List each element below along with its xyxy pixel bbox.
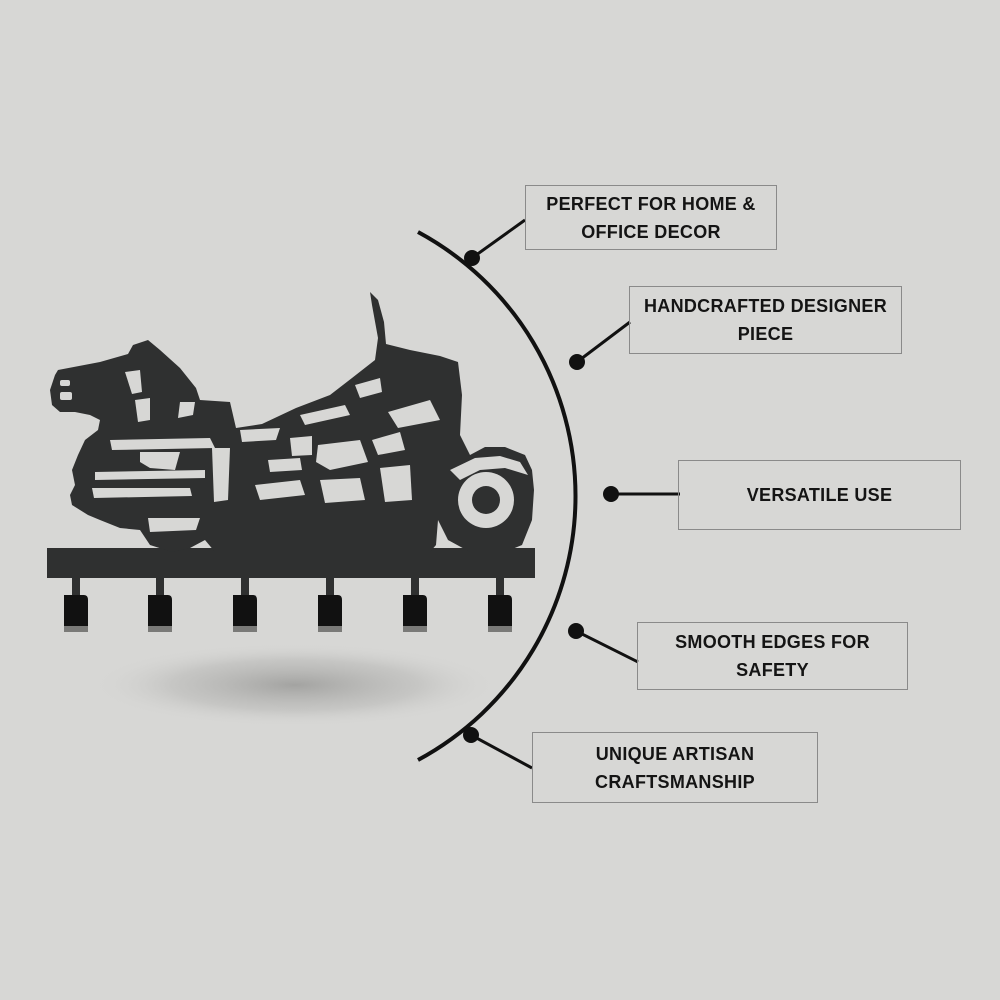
rack-hooks bbox=[64, 578, 512, 632]
feature-label-versatile: VERSATILE USE bbox=[678, 460, 961, 530]
feature-text: UNIQUE ARTISAN CRAFTSMANSHIP bbox=[595, 743, 755, 792]
feature-text: SMOOTH EDGES FOR SAFETY bbox=[675, 632, 870, 680]
feature-text: HANDCRAFTED DESIGNER PIECE bbox=[643, 296, 887, 344]
hook bbox=[64, 578, 88, 632]
feature-label-handcrafted: HANDCRAFTED DESIGNER PIECE bbox=[629, 286, 902, 354]
feature-arc bbox=[417, 230, 578, 762]
hook bbox=[148, 578, 172, 632]
hook bbox=[488, 578, 512, 632]
feature-label-smooth-edges: SMOOTH EDGES FOR SAFETY bbox=[637, 622, 908, 690]
motorcycle-silhouette bbox=[50, 292, 534, 552]
hook bbox=[318, 578, 342, 632]
connector-dot bbox=[464, 250, 480, 266]
connector-line bbox=[471, 218, 526, 260]
hook bbox=[233, 578, 257, 632]
connector-line bbox=[576, 320, 631, 364]
connector-line bbox=[470, 733, 533, 770]
hook bbox=[403, 578, 427, 632]
rack-bar bbox=[47, 548, 535, 578]
connector-line bbox=[575, 629, 639, 664]
motorcycle-key-rack-icon bbox=[47, 292, 535, 578]
motorcycle-cutouts bbox=[60, 370, 528, 532]
connector-dot bbox=[569, 354, 585, 370]
wheel-hub bbox=[472, 486, 500, 514]
feature-text: VERSATILE USE bbox=[746, 485, 893, 505]
feature-label-home-office: PERFECT FOR HOME & OFFICE DECOR bbox=[525, 185, 777, 250]
connector-dot bbox=[463, 727, 479, 743]
connector-dot bbox=[603, 486, 619, 502]
feature-label-artisan: UNIQUE ARTISAN CRAFTSMANSHIP bbox=[532, 732, 818, 803]
connector-dot bbox=[568, 623, 584, 639]
product-shadow bbox=[90, 643, 500, 727]
feature-text: PERFECT FOR HOME & OFFICE DECOR bbox=[546, 193, 756, 242]
